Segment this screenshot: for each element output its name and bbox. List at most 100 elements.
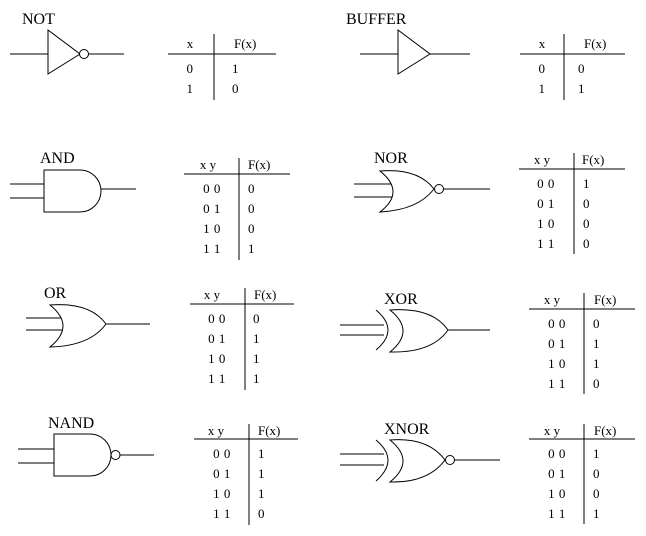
tt-cell: 0 0 xyxy=(548,446,566,461)
tt-cell: 1 xyxy=(578,81,585,96)
tt-cell: 0 xyxy=(593,376,600,391)
tt-header-output: F(x) xyxy=(254,287,276,302)
gate-label-nor: NOR xyxy=(374,150,408,167)
truth-table-nor: x y F(x) 0 0 1 0 1 0 1 0 0 1 1 0 xyxy=(519,152,625,254)
tt-cell: 0 0 xyxy=(537,176,555,191)
tt-cell: 1 xyxy=(187,81,194,96)
tt-cell: 0 1 xyxy=(203,201,221,216)
tt-cell: 0 xyxy=(583,216,590,231)
truth-table-nand: x y F(x) 0 0 1 0 1 1 1 0 1 1 1 0 xyxy=(194,423,298,525)
tt-header-output: F(x) xyxy=(584,36,606,51)
tt-cell: 0 1 xyxy=(548,336,566,351)
tt-header-input: x y xyxy=(534,152,551,167)
or-gate-symbol xyxy=(26,304,150,348)
buffer-gate-symbol xyxy=(360,29,470,75)
tt-cell: 1 0 xyxy=(548,486,566,501)
tt-cell: 1 1 xyxy=(208,371,226,386)
tt-cell: 1 0 xyxy=(208,351,226,366)
tt-header-output: F(x) xyxy=(594,423,616,438)
nand-gate-symbol xyxy=(18,433,154,477)
gate-and: AND x y F(x) 0 0 0 0 1 0 1 0 0 1 1 1 xyxy=(10,150,290,260)
tt-cell: 0 xyxy=(187,61,194,76)
tt-header-input: x y xyxy=(544,292,561,307)
tt-cell: 1 0 xyxy=(213,486,231,501)
truth-table-or: x y F(x) 0 0 0 0 1 1 1 0 1 1 1 1 xyxy=(190,287,294,390)
tt-cell: 1 xyxy=(253,351,260,366)
tt-header-output: F(x) xyxy=(594,292,616,307)
gate-nand: NAND x y F(x) 0 0 1 0 1 1 1 0 1 1 1 0 xyxy=(18,415,298,525)
tt-header-output: F(x) xyxy=(258,423,280,438)
tt-cell: 1 1 xyxy=(203,241,221,256)
tt-cell: 1 xyxy=(583,176,590,191)
tt-cell: 0 xyxy=(593,466,600,481)
truth-table-buffer: x F(x) 0 0 1 1 xyxy=(520,34,625,100)
tt-header-output: F(x) xyxy=(248,157,270,172)
tt-header-output: F(x) xyxy=(234,36,256,51)
tt-cell: 0 xyxy=(248,181,255,196)
tt-cell: 0 xyxy=(593,316,600,331)
tt-cell: 0 xyxy=(248,221,255,236)
nor-gate-symbol xyxy=(354,170,490,213)
tt-cell: 0 0 xyxy=(548,316,566,331)
gate-not: NOT x F(x) 0 1 1 0 xyxy=(10,11,276,100)
tt-cell: 1 xyxy=(258,446,265,461)
tt-cell: 0 xyxy=(583,196,590,211)
gate-label-and: AND xyxy=(40,150,75,167)
tt-header-output: F(x) xyxy=(582,152,604,167)
truth-table-not: x F(x) 0 1 1 0 xyxy=(168,34,276,100)
gate-xor: XOR x y F(x) 0 0 0 0 1 1 1 0 1 1 1 0 xyxy=(340,291,635,394)
tt-cell: 1 xyxy=(258,486,265,501)
tt-cell: 1 1 xyxy=(537,236,555,251)
tt-cell: 1 xyxy=(232,61,239,76)
tt-cell: 1 xyxy=(258,466,265,481)
truth-table-xnor: x y F(x) 0 0 1 0 1 0 1 0 0 1 1 1 xyxy=(529,423,635,524)
tt-cell: 0 xyxy=(258,506,265,521)
xor-gate-symbol xyxy=(340,309,490,353)
tt-cell: 0 1 xyxy=(208,331,226,346)
tt-header-input: x y xyxy=(204,287,221,302)
and-gate-symbol xyxy=(10,169,136,213)
tt-cell: 1 xyxy=(593,336,600,351)
truth-table-and: x y F(x) 0 0 0 0 1 0 1 0 0 1 1 1 xyxy=(184,157,290,260)
tt-cell: 1 xyxy=(253,331,260,346)
tt-cell: 0 xyxy=(539,61,546,76)
tt-cell: 1 xyxy=(253,371,260,386)
tt-cell: 1 xyxy=(539,81,546,96)
tt-cell: 1 0 xyxy=(548,356,566,371)
tt-cell: 1 1 xyxy=(548,376,566,391)
tt-cell: 0 0 xyxy=(208,311,226,326)
gate-nor: NOR x y F(x) 0 0 1 0 1 0 1 0 0 1 1 0 xyxy=(354,150,625,254)
tt-cell: 0 xyxy=(232,81,239,96)
gate-or: OR x y F(x) 0 0 0 0 1 1 1 0 1 1 1 1 xyxy=(26,285,294,390)
gate-label-xor: XOR xyxy=(384,291,418,308)
tt-cell: 1 1 xyxy=(548,506,566,521)
gate-label-or: OR xyxy=(44,285,67,302)
gate-label-nand: NAND xyxy=(48,415,94,432)
tt-cell: 0 xyxy=(578,61,585,76)
tt-cell: 0 xyxy=(248,201,255,216)
tt-cell: 0 1 xyxy=(537,196,555,211)
tt-header-input: x y xyxy=(200,157,217,172)
tt-cell: 1 0 xyxy=(537,216,555,231)
tt-cell: 0 xyxy=(593,486,600,501)
tt-header-input: x xyxy=(187,36,194,51)
tt-cell: 1 0 xyxy=(203,221,221,236)
tt-cell: 0 0 xyxy=(203,181,221,196)
tt-cell: 1 xyxy=(248,241,255,256)
tt-header-input: x xyxy=(539,36,546,51)
tt-cell: 0 xyxy=(253,311,260,326)
tt-cell: 0 1 xyxy=(548,466,566,481)
gate-label-xnor: XNOR xyxy=(384,421,430,438)
gate-xnor: XNOR x y F(x) 0 0 1 0 1 0 1 0 0 1 1 1 xyxy=(340,421,635,524)
tt-cell: 0 1 xyxy=(213,466,231,481)
truth-table-xor: x y F(x) 0 0 0 0 1 1 1 0 1 1 1 0 xyxy=(529,292,635,394)
xnor-gate-symbol xyxy=(340,439,500,483)
tt-cell: 0 xyxy=(583,236,590,251)
tt-header-input: x y xyxy=(544,423,561,438)
tt-cell: 1 xyxy=(593,446,600,461)
gate-buffer: BUFFER x F(x) 0 0 1 1 xyxy=(346,11,625,100)
tt-cell: 1 xyxy=(593,356,600,371)
tt-header-input: x y xyxy=(208,423,225,438)
tt-cell: 1 1 xyxy=(213,506,231,521)
